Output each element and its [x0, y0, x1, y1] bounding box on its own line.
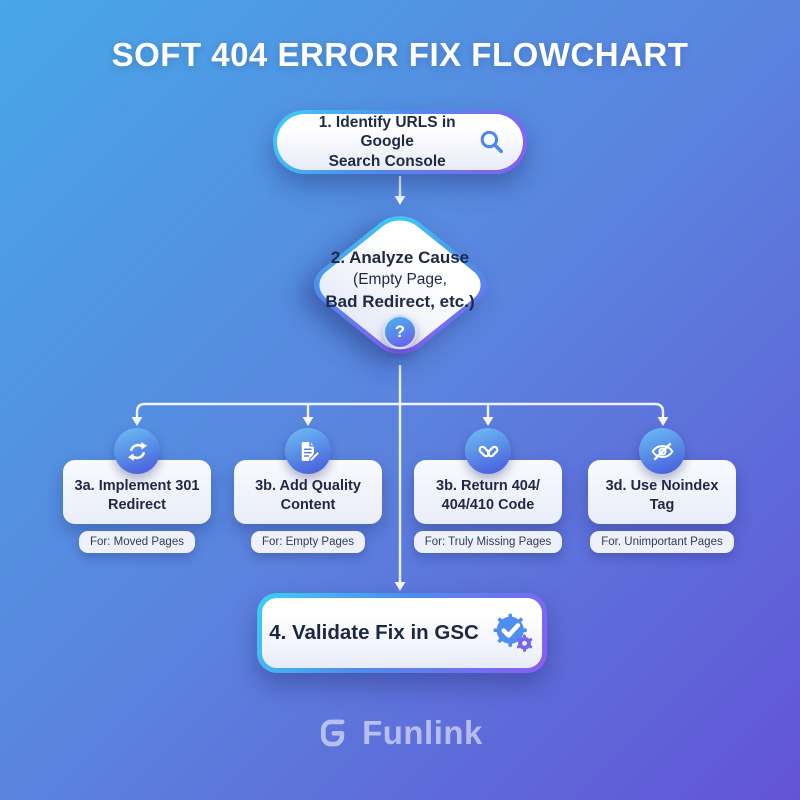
refresh-icon: [114, 428, 160, 474]
branch-for-label: For. Unimportant Pages: [590, 530, 734, 553]
page-title: SOFT 404 ERROR FIX FLOWCHART: [111, 36, 689, 73]
footer-brand: Funlink: [0, 714, 800, 752]
branch-title-line1: 3a. Implement 301: [74, 478, 200, 494]
step2-label: 2. Analyze Cause (Empty Page, Bad Redire…: [300, 247, 500, 314]
branch-noindex-tag: 3d. Use Noindex Tag For. Unimportant Pag…: [577, 428, 747, 553]
branch-title-line1: 3d. Use Noindex: [605, 478, 719, 494]
step1-node: 1. Identify URLS in Google Search Consol…: [273, 110, 527, 174]
branch-title-line2: 404/410 Code: [441, 496, 535, 513]
step4-node: 4. Validate Fix in GSC: [257, 593, 547, 673]
branch-title-line2: Content: [280, 496, 336, 513]
noindex-eye-icon: [639, 428, 685, 474]
question-badge: ?: [383, 315, 417, 349]
branch-title-line1: 3b. Return 404/: [436, 478, 540, 494]
footer-brand-text: Funlink: [362, 714, 483, 751]
branch-add-content: 3b. Add Quality Content For: Empty Pages: [223, 428, 393, 553]
question-badge-glyph: ?: [394, 322, 406, 341]
branch-return-404: 3b. Return 404/ 404/410 Code For: Truly …: [403, 428, 573, 553]
step2-label-line2: (Empty Page,: [353, 270, 447, 288]
branch-title-line2: Redirect: [107, 496, 167, 513]
step1-label: 1. Identify URLS in Google Search Consol…: [297, 113, 477, 171]
edit-content-icon: [285, 428, 331, 474]
branch-title-line1: 3b. Add Quality: [255, 478, 361, 494]
step2-label-line1: 2. Analyze Cause: [330, 248, 470, 267]
step1-label-line1: 1. Identify URLS in Google: [318, 113, 456, 151]
branch-301-redirect: 3a. Implement 301 Redirect For: Moved Pa…: [52, 428, 222, 553]
branch-title-line2: Tag: [649, 496, 675, 513]
funlink-logo-icon: [321, 719, 345, 747]
branch-for-label: For: Moved Pages: [79, 530, 195, 553]
branch-for-label: For: Empty Pages: [250, 530, 366, 553]
search-icon: [480, 130, 504, 154]
validate-check-gear-icon: [493, 613, 533, 652]
step2-label-line3: Bad Redirect, etc.): [325, 291, 475, 311]
step1-label-line2: Search Console: [328, 152, 446, 170]
broken-link-icon: [465, 428, 511, 474]
step4-label: 4. Validate Fix in GSC: [269, 621, 479, 644]
branch-for-label: For: Truly Missing Pages: [413, 530, 563, 553]
